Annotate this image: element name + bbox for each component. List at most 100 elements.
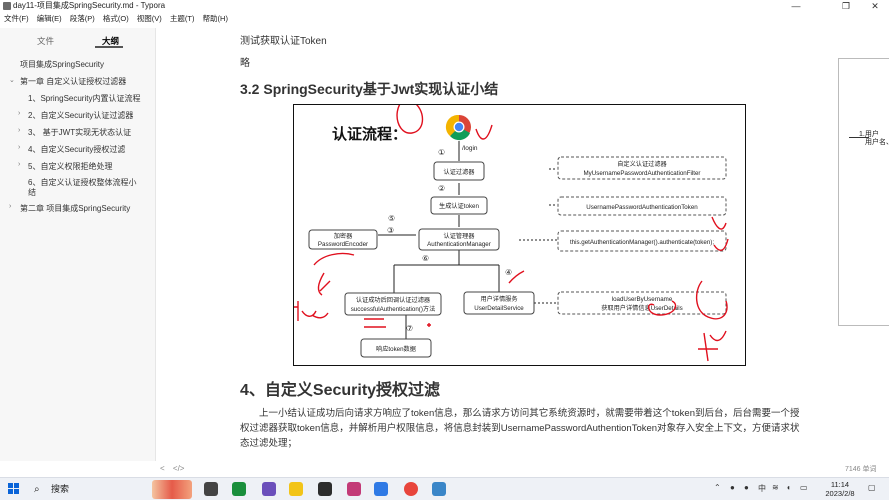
- outline-item[interactable]: 1、SpringSecurity内置认证流程: [28, 94, 141, 103]
- maximize-button[interactable]: ❐: [841, 1, 851, 11]
- note-custom-filter: [557, 156, 727, 180]
- success-callback-node: [344, 292, 442, 316]
- login-path-label: /login: [462, 145, 478, 152]
- heading: 3.2 SpringSecurity基于Jwt实现认证小结: [240, 81, 499, 97]
- auth-filter-label: 认证过滤器: [444, 168, 476, 176]
- menu-view[interactable]: 视图(V): [136, 14, 162, 23]
- battery-icon[interactable]: ▭: [800, 483, 808, 492]
- outline-item[interactable]: 6、自定义认证授权整体流程小: [28, 178, 137, 187]
- sidebar-footer: < </>: [160, 464, 184, 473]
- response-node: [360, 338, 432, 358]
- menu-paragraph[interactable]: 段落(P): [69, 14, 95, 23]
- search-highlight-image: [152, 480, 192, 499]
- chevron-down-icon[interactable]: ⌄: [9, 77, 15, 84]
- outline-item[interactable]: 第二章 项目集成SpringSecurity: [20, 204, 131, 213]
- typora-taskbar-icon[interactable]: [318, 482, 332, 496]
- app-icon[interactable]: [374, 482, 388, 496]
- gen-token-label: 生成认证token: [439, 202, 479, 210]
- tray-lang-icon[interactable]: 中: [758, 484, 766, 493]
- widgets-icon[interactable]: [232, 482, 246, 496]
- chevron-right-icon[interactable]: ›: [18, 110, 21, 117]
- close-button[interactable]: ✕: [871, 1, 879, 11]
- app-icon[interactable]: [432, 482, 446, 496]
- step-2: ②: [438, 184, 445, 193]
- preview-text: 用户名、: [865, 139, 889, 146]
- chevron-right-icon[interactable]: ›: [9, 203, 12, 210]
- side-preview-pane: 1.用户 用户名、: [838, 58, 889, 326]
- tray-chevron-icon[interactable]: ⌃: [714, 483, 721, 492]
- load-user-label: loadUserByUsername: [612, 296, 673, 303]
- authenticate-call-label: this.getAuthenticationManager().authenti…: [570, 239, 714, 246]
- outline-item-continuation[interactable]: 结: [28, 188, 36, 197]
- auth-manager-node: [418, 228, 500, 251]
- paragraph: 上一小结认证成功后向请求方响应了token信息，那么请求方访问其它系统资源时，就…: [240, 408, 800, 449]
- outline-item[interactable]: 4、自定义Security授权过滤: [28, 145, 126, 154]
- outline-item[interactable]: 2、自定义Security认证过滤器: [28, 111, 134, 120]
- encoder-cn: 加密器: [334, 232, 353, 240]
- step-5: ⑤: [388, 214, 395, 223]
- window-title: day11-项目集成SpringSecurity.md - Typora: [13, 1, 166, 10]
- menu-format[interactable]: 格式(O): [102, 14, 129, 23]
- step-6: ⑥: [422, 254, 429, 263]
- sidebar: 文件 大纲 项目集成SpringSecurity ⌄ 第一章 自定义认证授权过滤…: [0, 28, 156, 461]
- wifi-icon[interactable]: ≋: [772, 483, 779, 492]
- tray-app-icon[interactable]: ●: [744, 483, 749, 492]
- diagram-title: 认证流程：: [332, 125, 407, 143]
- token-class-label: UsernamePasswordAuthenticationToken: [586, 204, 698, 211]
- red-pen-annotations: [294, 105, 729, 362]
- outline-item[interactable]: 3、 基于JWT实现无状态认证: [28, 128, 132, 137]
- encoder-en: PasswordEncoder: [318, 241, 368, 248]
- gen-token-node: [430, 196, 488, 215]
- file-explorer-icon[interactable]: [289, 482, 303, 496]
- minimize-button[interactable]: —: [791, 1, 801, 11]
- step-1: ①: [438, 148, 445, 157]
- search-label: 搜索: [51, 484, 70, 494]
- outline-item[interactable]: 5、自定义权限拒绝处理: [28, 162, 113, 171]
- auth-manager-en: AuthenticationManager: [427, 241, 491, 248]
- chevron-right-icon[interactable]: ›: [18, 144, 21, 151]
- paragraph: 略: [240, 58, 250, 69]
- taskbar-search[interactable]: ⌕ 搜索: [29, 482, 152, 497]
- tray-app-icon[interactable]: ●: [730, 483, 735, 492]
- chevron-right-icon[interactable]: ›: [18, 127, 21, 134]
- clock[interactable]: 11:14 2023/2/8: [820, 480, 860, 498]
- success-en: successfulAuthentication()方法: [351, 305, 436, 313]
- menu-file[interactable]: 文件(F): [4, 14, 29, 23]
- note-authenticate-call: [557, 230, 727, 252]
- step-7: ⑦: [406, 324, 413, 333]
- menu-theme[interactable]: 主题(T): [169, 14, 195, 23]
- tab-outline[interactable]: 大纲: [102, 36, 120, 46]
- notification-icon[interactable]: ▢: [868, 483, 876, 492]
- task-view-icon[interactable]: [204, 482, 218, 496]
- chrome-taskbar-icon[interactable]: [404, 482, 418, 496]
- collapse-sidebar-icon[interactable]: <: [160, 464, 165, 473]
- outline-item[interactable]: 第一章 自定义认证授权过滤器: [20, 77, 127, 86]
- success-cn: 认证成功后回调认证过滤器: [356, 296, 431, 304]
- menu-help[interactable]: 帮助(H): [202, 14, 228, 23]
- preview-connector-line: [849, 137, 869, 138]
- paragraph: 测试获取认证Token: [240, 36, 327, 47]
- outline-item[interactable]: 项目集成SpringSecurity: [20, 60, 105, 69]
- note-token-class: [557, 196, 727, 216]
- typora-app-icon: [3, 2, 11, 10]
- menu-bar: 文件(F) 编辑(E) 段落(P) 格式(O) 视图(V) 主题(T) 帮助(H…: [0, 13, 889, 25]
- preview-text: 1.用户: [859, 131, 879, 138]
- flow-arrows: [378, 141, 557, 340]
- load-user-details-label: 获取用户详情信息UserDetails: [601, 304, 682, 312]
- chevron-right-icon[interactable]: ›: [18, 161, 21, 168]
- windows-start-icon[interactable]: [8, 483, 20, 495]
- word-count[interactable]: 7146 单词: [845, 466, 877, 473]
- active-tab-indicator: [95, 46, 123, 48]
- volume-icon[interactable]: ◖: [786, 483, 791, 492]
- encoder-node: [308, 229, 378, 250]
- note-load-user: [557, 291, 727, 315]
- intellij-icon[interactable]: [347, 482, 361, 496]
- source-code-mode-icon[interactable]: </>: [172, 464, 185, 473]
- tab-files[interactable]: 文件: [37, 36, 55, 46]
- menu-edit[interactable]: 编辑(E): [36, 14, 62, 23]
- heading: 4、自定义Security授权过滤: [240, 382, 441, 399]
- clock-date: 2023/2/8: [825, 489, 855, 498]
- search-icon: ⌕: [34, 484, 40, 495]
- visual-studio-icon[interactable]: [262, 482, 276, 496]
- auth-flow-diagram: 认证流程： /login: [293, 104, 746, 366]
